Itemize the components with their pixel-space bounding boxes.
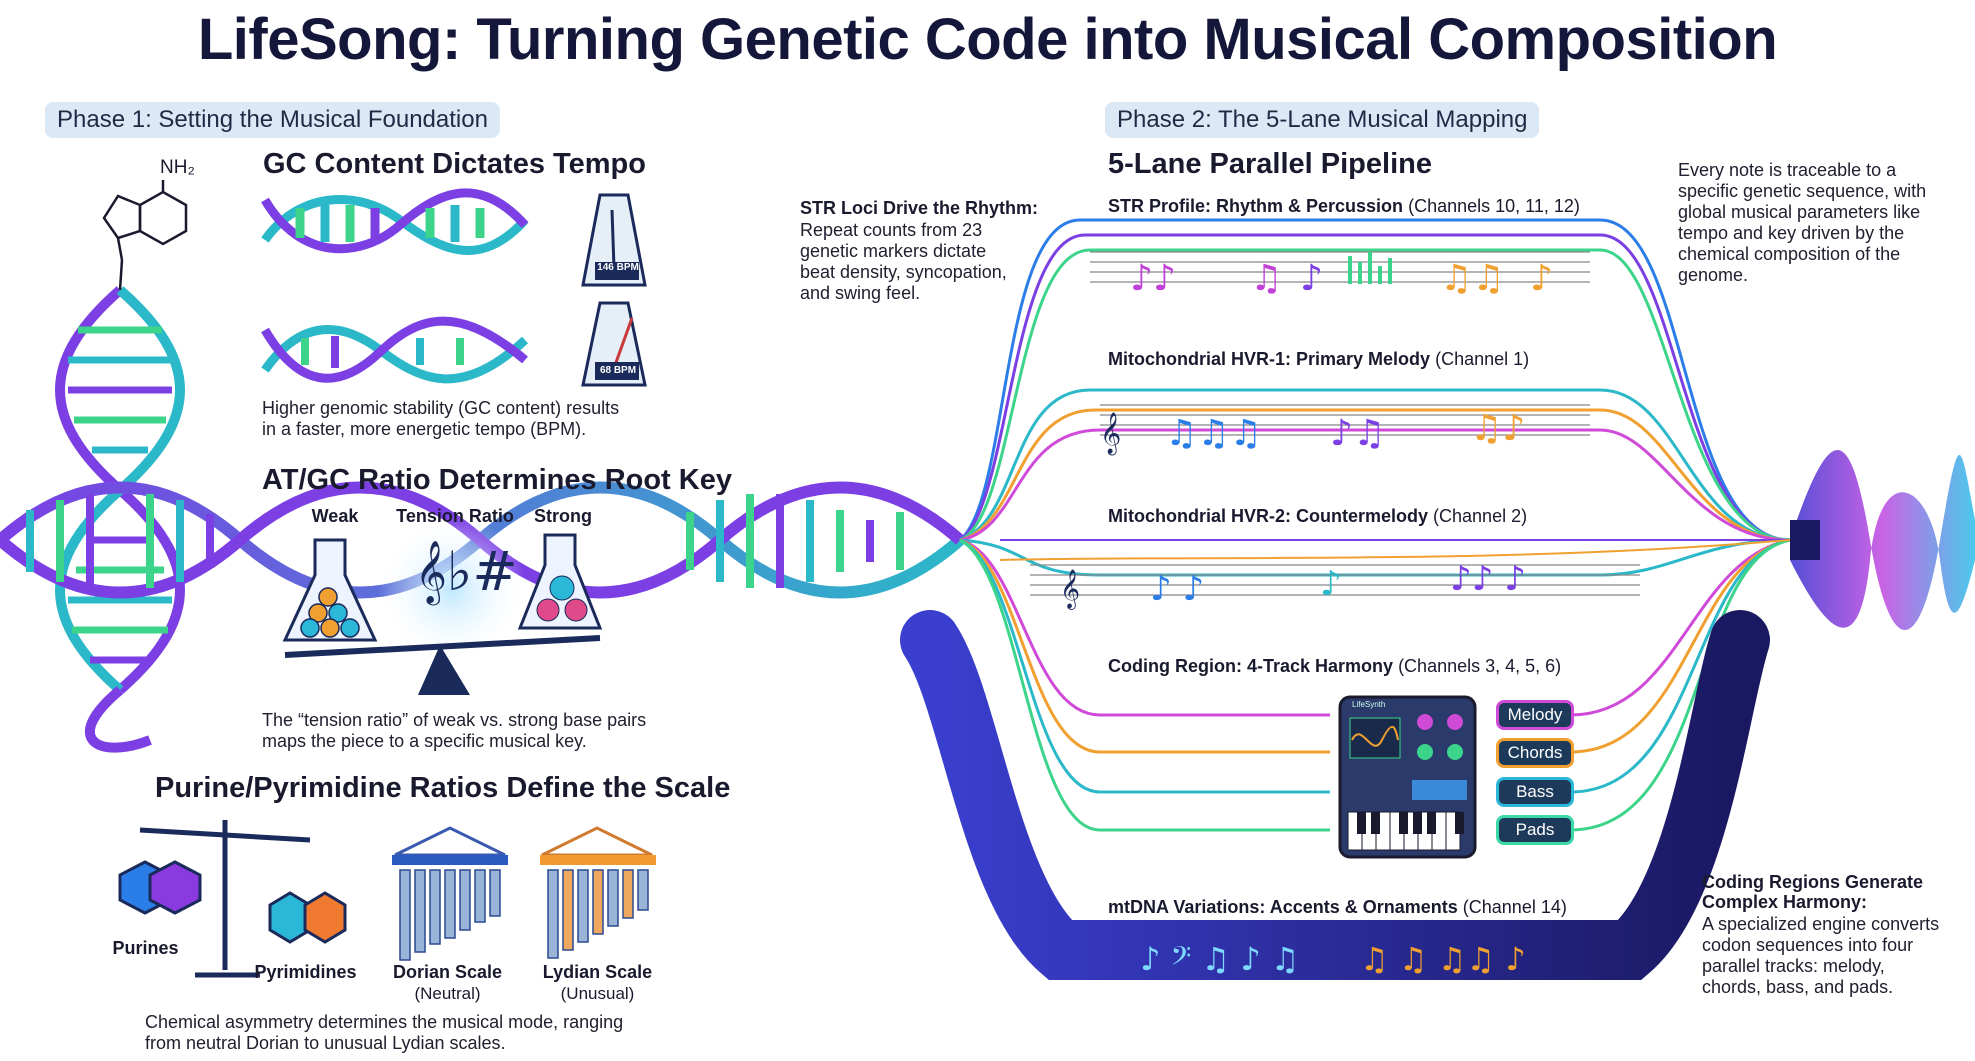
adenine-molecule-icon — [102, 180, 188, 291]
svg-text:♪ ♪: ♪ ♪ — [1150, 569, 1204, 609]
lane-mtdna: mtDNA Variations: Accents & Ornaments (C… — [1108, 897, 1567, 917]
scale-description: Chemical asymmetry determines the musica… — [145, 1012, 624, 1053]
phase2-label: Phase 2: The 5-Lane Musical Mapping — [1105, 102, 1540, 138]
svg-text:♪ 𝄢 ♫ ♪ ♫: ♪ 𝄢 ♫ ♪ ♫ — [1140, 940, 1299, 978]
metronome-fast-label: 146 BPM — [597, 262, 639, 273]
svg-text:𝄞: 𝄞 — [1100, 412, 1121, 455]
mtdna-tube: ♪ 𝄢 ♫ ♪ ♫ ♫ ♫ ♫♫ ♪ — [900, 610, 1770, 980]
tension-ratio-label: Tension Ratio — [396, 506, 514, 526]
weak-label: Weak — [311, 506, 359, 526]
pyrimidines-label: Pyrimidines — [254, 962, 357, 982]
melody-notes: 𝄞 ♫♫♫ ♪♫ ♫♪ — [1100, 408, 1525, 455]
metronome-fast-icon — [581, 193, 647, 287]
svg-text:♪: ♪ — [1300, 258, 1323, 299]
track-chords: Chords — [1496, 738, 1574, 768]
dorian-chime-icon — [392, 826, 508, 961]
svg-text:♪: ♪ — [1320, 564, 1342, 604]
track-pads: Pads — [1496, 815, 1574, 845]
lane-hvr1: Mitochondrial HVR-1: Primary Melody (Cha… — [1108, 349, 1530, 369]
chemical-scale-icon — [118, 820, 347, 978]
key-signature-icon: 𝄞♭# — [415, 540, 518, 603]
svg-text:♫♫: ♫♫ — [1440, 258, 1505, 299]
str-note-heading: STR Loci Drive the Rhythm: — [800, 198, 1039, 218]
strong-label: Strong — [534, 506, 592, 526]
lane-str: STR Profile: Rhythm & Percussion (Channe… — [1108, 196, 1580, 216]
key-heading: AT/GC Ratio Determines Root Key — [262, 464, 732, 496]
gc-poor-helix — [261, 316, 529, 384]
svg-text:♪♪ ♪: ♪♪ ♪ — [1450, 559, 1526, 599]
gc-rich-helix — [261, 188, 529, 255]
dorian-sublabel: (Neutral) — [414, 984, 481, 1003]
pipeline-heading: 5-Lane Parallel Pipeline — [1108, 148, 1432, 180]
traceability-note: Every note is traceable to a specific ge… — [1678, 160, 1927, 285]
track-bass: Bass — [1496, 777, 1574, 807]
gc-description: Higher genomic stability (GC content) re… — [262, 398, 620, 439]
melody-staff — [1100, 404, 1590, 436]
phase1-label: Phase 1: Setting the Musical Foundation — [45, 102, 500, 138]
synth-label: LifeSynth — [1352, 700, 1386, 709]
purines-label: Purines — [112, 938, 179, 958]
key-description: The “tension ratio” of weak vs. strong b… — [262, 710, 647, 751]
countermelody-notes: 𝄞 ♪ ♪ ♪ ♪♪ ♪ — [1060, 559, 1526, 610]
str-note-body: Repeat counts from 23 genetic markers di… — [800, 220, 1007, 303]
rhythm-bars — [1348, 252, 1392, 284]
scale-heading: Purine/Pyrimidine Ratios Define the Scal… — [155, 772, 731, 804]
synthesizer-icon — [1338, 695, 1477, 859]
svg-text:♪♪: ♪♪ — [1130, 258, 1176, 299]
svg-text:♫♪: ♫♪ — [1470, 408, 1525, 449]
svg-text:♫♫♫: ♫♫♫ — [1165, 413, 1262, 454]
coding-note-heading: Coding Regions Generate Complex Harmony: — [1702, 872, 1924, 912]
page-title: LifeSong: Turning Genetic Code into Musi… — [197, 7, 1778, 72]
svg-text:𝄞: 𝄞 — [1060, 569, 1080, 610]
output-waveform — [1790, 450, 1975, 630]
lydian-chime-icon — [540, 826, 656, 959]
rhythm-notes: ♪♪ ♫ ♪ ♫♫ ♪ — [1130, 258, 1553, 299]
metronome-slow-icon — [581, 301, 647, 387]
lydian-label: Lydian Scale — [542, 962, 653, 982]
rhythm-staff — [1090, 251, 1590, 283]
countermelody-staff — [1030, 564, 1640, 596]
track-melody: Melody — [1496, 700, 1574, 730]
svg-text:♪: ♪ — [1530, 258, 1553, 299]
svg-text:♫ ♫ ♫♫ ♪: ♫ ♫ ♫♫ ♪ — [1360, 940, 1526, 978]
lane-hvr2: Mitochondrial HVR-2: Countermelody (Chan… — [1108, 506, 1528, 526]
gc-heading: GC Content Dictates Tempo — [263, 148, 646, 180]
dorian-label: Dorian Scale — [392, 962, 503, 982]
metronome-slow-label: 68 BPM — [599, 365, 637, 376]
lane-coding: Coding Region: 4-Track Harmony (Channels… — [1108, 656, 1562, 676]
vertical-dna-helix — [55, 286, 185, 753]
lydian-sublabel: (Unusual) — [560, 984, 635, 1003]
tension-balance-icon — [282, 515, 603, 695]
svg-text:♪♫: ♪♫ — [1330, 413, 1385, 454]
amine-label: NH₂ — [160, 157, 195, 178]
svg-text:♫: ♫ — [1250, 258, 1282, 299]
coding-note-body: A specialized engine converts codon sequ… — [1702, 914, 1940, 997]
